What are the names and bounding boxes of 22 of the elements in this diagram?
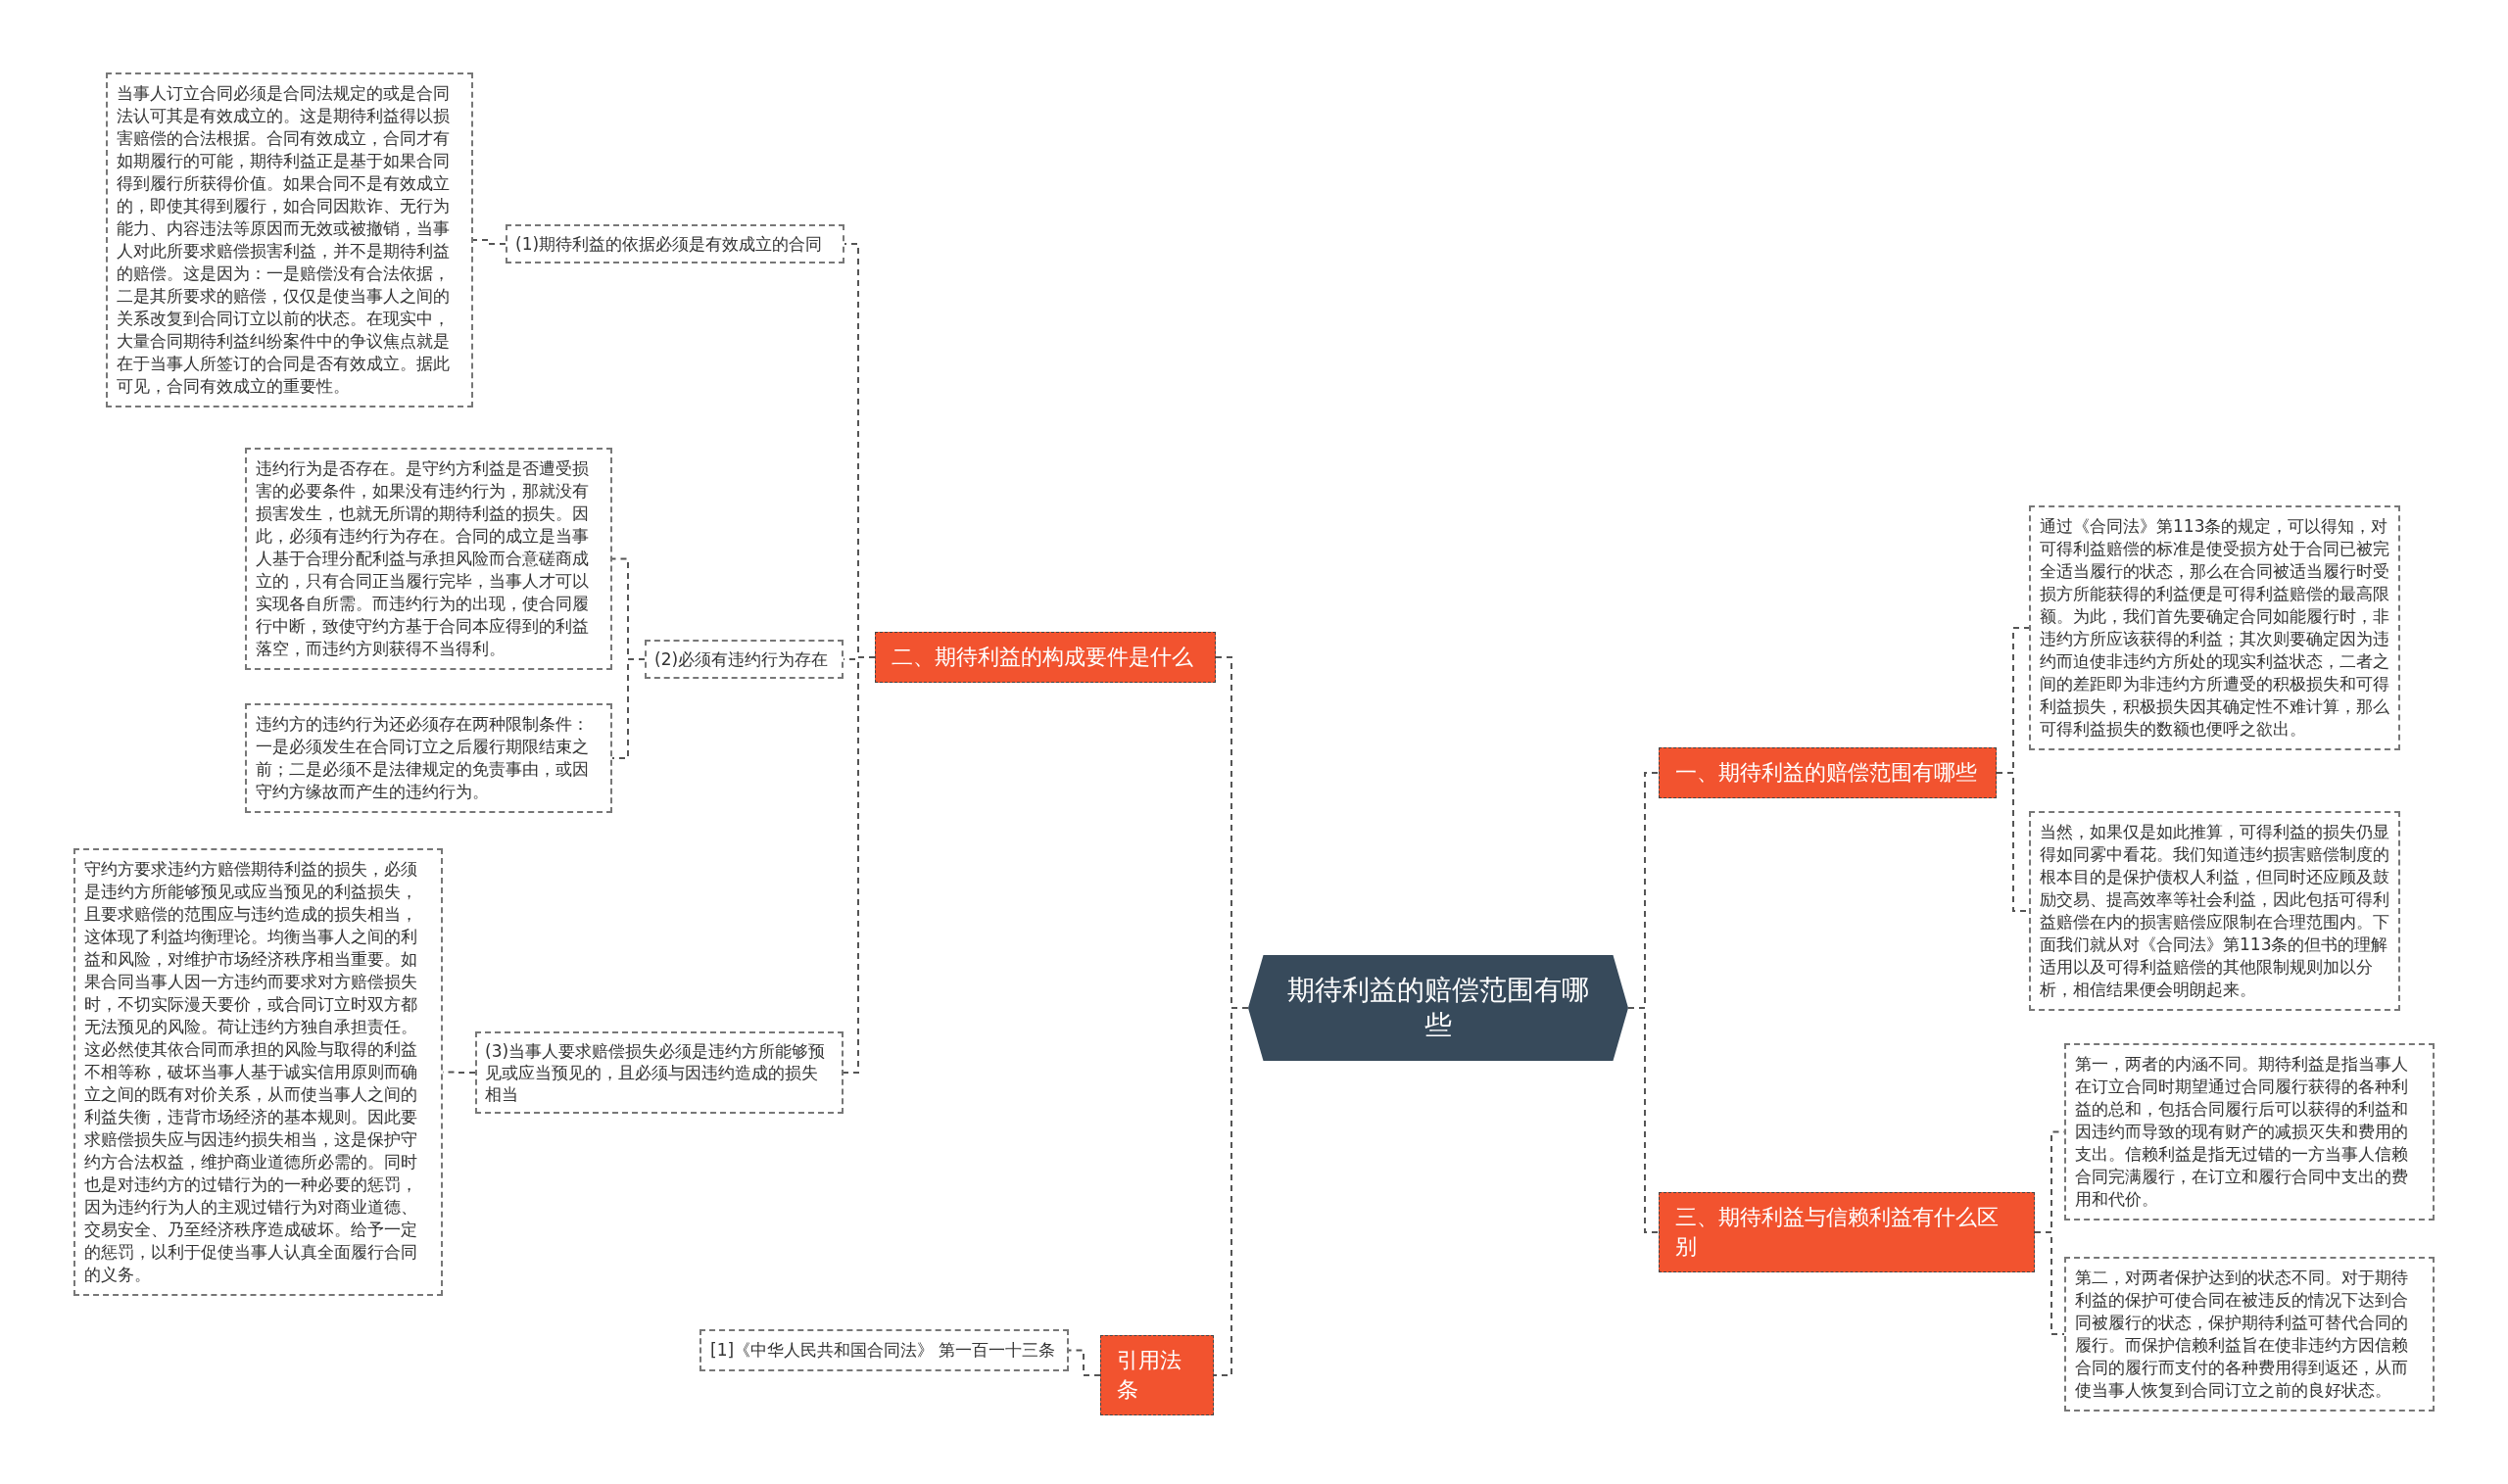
note-box: 当然，如果仅是如此推算，可得利益的损失仍显得如同雾中看花。我们知道违约损害赔偿制度的根本目的是保护债权人利益，但同时还应顾及鼓励交易、提高效率等社会利益，因此包括可得利益赔偿在内的损害赔偿应限制在合理范围内。下面我们就从对《合同法》第113条的但书的理解适用以及可得利益赔偿的其他限制规则加以分析，相信结果便会明朗起来。 bbox=[2029, 811, 2400, 1011]
subtopic-box: (1)期待利益的依据必须是有效成立的合同 bbox=[506, 224, 844, 263]
note-box: 守约方要求违约方赔偿期待利益的损失，必须是违约方所能够预见或应当预见的利益损失，且要求赔偿的范围应与违约造成的损失相当，这体现了利益均衡理论。均衡当事人之间的利益和风险，对维护市场经济秩序相当重要。如果合同当事人因一方违约而要求对方赔偿损失时，不切实际漫天要价，或合同订立时双方都无法预见的风险。荷让违约方独自承担责任。这必然使其依合同而承担的风险与取得的利益不相等称，破坏当事人基于诚实信用原则而确立之间的既有对价关系，从而使当事人之间的利益失衡，违背市场经济的基本规则。因此要求赔偿损失应与因违约损失相当，这是保护守约方合法权益，维护商业道德所必需的。同时也是对违约方的过错行为的一种必要的惩罚，因为违约行为人的主观过错行为对商业道德、交易安全、乃至经济秩序造成破坏。给予一定的惩罚，以利于促使当事人认真全面履行合同的义务。 bbox=[73, 848, 443, 1296]
connector-line bbox=[472, 239, 506, 245]
note-box: 当事人订立合同必须是合同法规定的或是合同法认可其是有效成立的。这是期待利益得以损害赔偿的合法根据。合同有效成立，合同才有如期履行的可能，期待利益正是基于如果合同得到履行所获得价值。如果合同不是有效成立的，即使其得到履行，如合同因欺诈、无行为能力、内容违法等原因而无效或被撤销，当事人对此所要求赔偿损害利益，并不是期待利益的赔偿。这是因为：一是赔偿没有合法依据，二是其所要求的赔偿，仅仅是使当事人之间的关系改复到合同订立以前的状态。在现实中，大量合同期待利益纠纷案件中的争议焦点就是在于当事人所签订的合同是否有效成立。据此可见，合同有效成立的重要性。 bbox=[106, 72, 473, 407]
connector-line bbox=[1627, 1007, 1660, 1233]
note-box: 通过《合同法》第113条的规定，可以得知，对可得利益赔偿的标准是使受损方处于合同已被完全适当履行的状态，那么在合同被适当履行时受损方所能获得的利益便是可得利益赔偿的最高限额。为此，我们首先要确定合同如能履行时，非违约方所应该获得的利益；其次则要确定因为违约而迫使非违约方所处的现实利益状态，二者之间的差距即为非违约方所遭受的积极损失和可得利益损失，积极损失因其确定性不难计算，那么可得利益损失的数额也便呼之欲出。 bbox=[2029, 505, 2400, 750]
note-box: 违约方的违约行为还必须存在两种限制条件：一是必须发生在合同订立之后履行期限结束之前；二是必须不是法律规定的免责事由，或因守约方缘故而产生的违约行为。 bbox=[245, 703, 612, 813]
branch-topic-box: 一、期待利益的赔偿范围有哪些 bbox=[1659, 747, 1997, 798]
central-topic: 期待利益的赔偿范围有哪些 bbox=[1248, 955, 1628, 1061]
connector-line bbox=[611, 658, 646, 759]
subtopic-box: (2)必须有违约行为存在 bbox=[645, 640, 844, 679]
connector-line bbox=[1068, 1349, 1101, 1376]
subtopic-box: (3)当事人要求赔偿损失必须是违约方所能够预见或应当预见的，且必须与因违约造成的损失相当 bbox=[475, 1031, 844, 1114]
branch-topic-box: 引用法条 bbox=[1100, 1335, 1214, 1415]
branch-topic-box: 二、期待利益的构成要件是什么 bbox=[875, 632, 1216, 683]
branch-topic-box: 三、期待利益与信赖利益有什么区别 bbox=[1659, 1192, 2035, 1272]
connector-line bbox=[2034, 1231, 2065, 1335]
note-box: 违约行为是否存在。是守约方利益是否遭受损害的必要条件，如果没有违约行为，那就没有损害发生，也就无所谓的期待利益的损失。因此，必须有违约行为存在。合同的成立是当事人基于合理分配利益与承担风险而合意磋商成立的，只有合同正当履行完毕，当事人才可以实现各自所需。而违约行为的出现，使合同履行中断，致使守约方基于合同本应得到的利益落空，而违约方则获得不当得利。 bbox=[245, 448, 612, 670]
note-box: 第二，对两者保护达到的状态不同。对于期待利益的保护可使合同在被违反的情况下达到合同被履行的状态，保护期待利益可替代合同的履行。而保护信赖利益旨在使非违约方因信赖合同的履行而支付的各种费用得到返还，从而使当事人恢复到合同订立之前的良好状态。 bbox=[2064, 1257, 2435, 1412]
note-box: [1]《中华人民共和国合同法》 第一百一十三条 bbox=[699, 1329, 1069, 1371]
note-box: 第一，两者的内涵不同。期待利益是指当事人在订立合同时期望通过合同履行获得的各种利益的总和，包括合同履行后可以获得的利益和因违约而导致的现有财产的减损灭失和费用的支出。信赖利益是指无过错的一方当事人信赖合同完满履行，在订立和履行合同中支出的费用和代价。 bbox=[2064, 1043, 2435, 1221]
